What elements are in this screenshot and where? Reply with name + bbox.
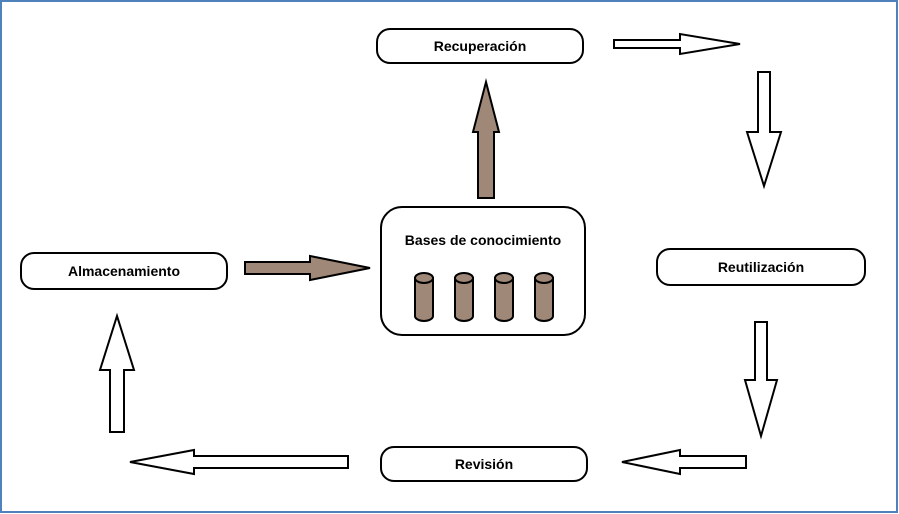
node-bases-de-conocimiento: Bases de conocimiento <box>380 206 586 336</box>
node-reutilizacion: Reutilización <box>656 248 866 286</box>
node-revision: Revisión <box>380 446 588 482</box>
arrow-reutilizacion-down <box>743 321 779 440</box>
database-cylinder-icon <box>454 272 474 322</box>
arrow-up-to-almacenamiento <box>98 312 136 433</box>
arrow-revision-left <box>129 448 349 476</box>
database-cylinder-icon <box>534 272 554 322</box>
node-almacenamiento: Almacenamiento <box>20 252 228 290</box>
bases-de-conocimiento-label: Bases de conocimiento <box>404 232 562 248</box>
arrow-recuperacion-to-right <box>613 32 741 56</box>
database-cylinder-icon <box>494 272 514 322</box>
node-recuperacion: Recuperación <box>376 28 584 64</box>
arrow-almacenamiento-to-bases <box>244 254 371 282</box>
arrow-left-to-revision <box>621 448 747 476</box>
arrow-bases-to-recuperacion <box>471 78 501 199</box>
database-cylinders <box>414 272 554 322</box>
arrow-down-to-reutilizacion <box>745 71 783 190</box>
database-cylinder-icon <box>414 272 434 322</box>
